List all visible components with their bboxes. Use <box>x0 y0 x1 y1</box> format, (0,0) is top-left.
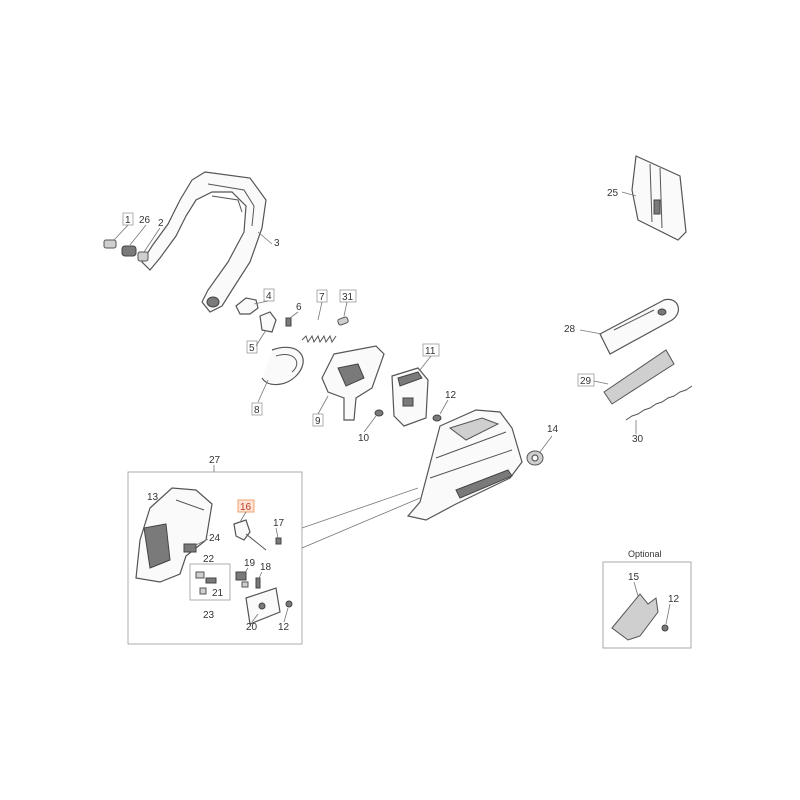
callout-box-8 <box>251 402 263 416</box>
nut-part <box>432 414 442 422</box>
brake-bracket <box>321 345 385 421</box>
callout-7: 7 <box>319 292 325 303</box>
callout-27: 27 <box>209 455 221 466</box>
callout-2: 2 <box>158 218 164 229</box>
callout-21: 21 <box>212 588 224 599</box>
screw-12-optional <box>661 624 669 632</box>
callout-8: 8 <box>254 405 260 416</box>
callout-31: 31 <box>342 292 354 303</box>
washer-part <box>374 409 384 417</box>
callout-28: 28 <box>564 324 576 335</box>
callout-12-optional: 12 <box>668 594 680 605</box>
callout-12-box: 12 <box>278 622 290 633</box>
callout-26: 26 <box>139 215 151 226</box>
brake-lever <box>235 297 277 333</box>
callout-19: 19 <box>244 558 256 569</box>
front-handle <box>141 171 267 313</box>
optional-title: Optional <box>628 549 662 559</box>
callout-box-31 <box>339 289 357 303</box>
bar-nut <box>526 450 544 466</box>
pin-part <box>285 317 292 327</box>
callout-labels: 1 26 2 3 4 5 6 7 31 8 9 10 11 12 14 25 2… <box>122 188 680 633</box>
callout-9: 9 <box>315 416 321 427</box>
callout-29: 29 <box>580 376 592 387</box>
pad-part <box>183 543 197 553</box>
side-cover <box>135 487 213 583</box>
saw-chain <box>625 385 693 421</box>
clutch-cover <box>406 409 523 521</box>
screw-17 <box>275 537 282 545</box>
callout-16: 16 <box>240 502 252 513</box>
handle-fasteners <box>103 239 149 262</box>
tensioner-screw <box>233 519 267 551</box>
leader-lines <box>113 191 671 625</box>
adjuster-group <box>189 563 231 601</box>
callout-box-5 <box>246 340 258 354</box>
plate-20 <box>245 587 281 625</box>
callout-18: 18 <box>260 562 272 573</box>
callout-15: 15 <box>628 572 640 583</box>
callout-5: 5 <box>249 343 255 354</box>
brake-band <box>261 346 304 386</box>
callout-10: 10 <box>358 433 370 444</box>
tensioner-plate <box>391 367 429 427</box>
callout-20: 20 <box>246 622 258 633</box>
callout-23: 23 <box>203 610 215 621</box>
callout-box-29 <box>577 373 595 387</box>
callout-6: 6 <box>296 302 302 313</box>
screw-18 <box>255 577 261 589</box>
bar-cover <box>603 349 675 405</box>
callout-box-4 <box>263 288 275 302</box>
assembly-27-frame <box>127 471 303 645</box>
callout-1: 1 <box>125 215 131 226</box>
callout-17: 17 <box>273 518 285 529</box>
callout-3: 3 <box>274 238 280 249</box>
callout-4: 4 <box>266 291 272 302</box>
callout-30: 30 <box>632 434 644 445</box>
callout-11: 11 <box>425 346 436 357</box>
callout-24: 24 <box>209 533 221 544</box>
spring-part <box>301 334 337 344</box>
pin-31-part <box>337 316 349 326</box>
bracket-19 <box>235 571 249 588</box>
bumper-spike <box>611 593 659 641</box>
callout-14: 14 <box>547 424 559 435</box>
callout-12-top: 12 <box>445 390 457 401</box>
callout-13: 13 <box>147 492 159 503</box>
guide-bar <box>599 298 680 355</box>
screw-12-box <box>285 600 293 608</box>
combination-wrench <box>631 155 687 241</box>
callout-25: 25 <box>607 188 619 199</box>
callout-22: 22 <box>203 554 215 565</box>
optional-frame <box>602 561 692 649</box>
